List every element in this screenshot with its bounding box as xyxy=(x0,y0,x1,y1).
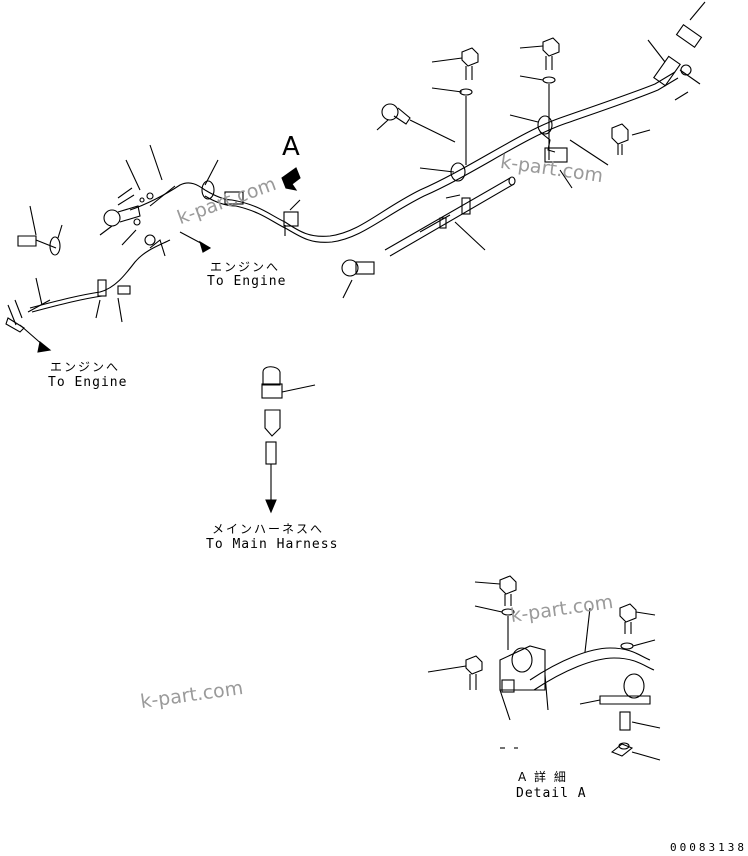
detail-a-jp: A 詳 細 xyxy=(518,770,568,784)
to-main-harness-jp: メインハーネスへ xyxy=(212,522,325,536)
detail-a xyxy=(427,575,661,761)
callout-a-label: A xyxy=(282,132,300,162)
to-main-harness-en: To Main Harness xyxy=(206,537,339,552)
engine-cables xyxy=(5,144,219,353)
drawing-number: 00083138 xyxy=(670,841,747,854)
view-arrow-a xyxy=(281,167,301,191)
to-engine-upper-en: To Engine xyxy=(207,274,287,289)
to-engine-upper-jp: エンジンへ xyxy=(210,260,281,274)
harness-connector xyxy=(261,366,316,514)
detail-a-en: Detail A xyxy=(516,786,587,801)
main-pipe-assembly xyxy=(201,1,706,299)
to-engine-lower-jp: エンジンへ xyxy=(50,360,121,374)
to-engine-lower-en: To Engine xyxy=(48,375,128,390)
